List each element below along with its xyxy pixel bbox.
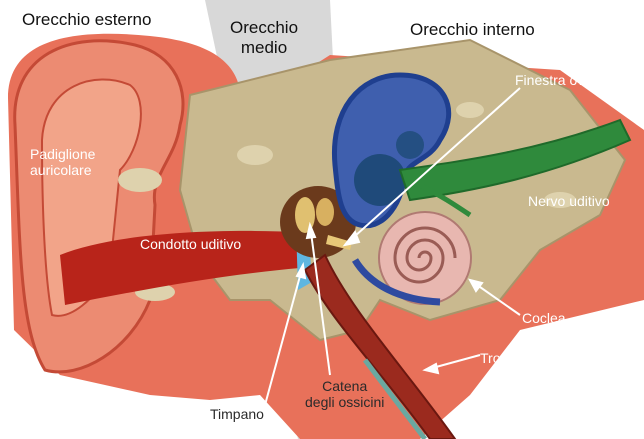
section-label-inner-ear: Orecchio interno: [410, 20, 535, 40]
label-ossicles: Catena degli ossicini: [305, 378, 384, 410]
section-label-middle-ear: Orecchio medio: [230, 18, 298, 57]
label-eustachian-tube: Tromba di Eustachio: [480, 350, 608, 366]
label-auditory-nerve: Nervo uditivo: [528, 193, 610, 209]
utricle: [396, 131, 424, 159]
ossicle-incus: [316, 198, 334, 226]
label-oval-window: Finestra ovale: [515, 72, 603, 88]
label-ear-canal: Condotto uditivo: [140, 236, 241, 252]
label-eardrum: Timpano: [210, 406, 264, 422]
label-cochlea: Coclea: [522, 310, 566, 326]
label-pinna: Padiglione auricolare: [30, 146, 95, 178]
section-label-outer-ear: Orecchio esterno: [22, 10, 151, 30]
